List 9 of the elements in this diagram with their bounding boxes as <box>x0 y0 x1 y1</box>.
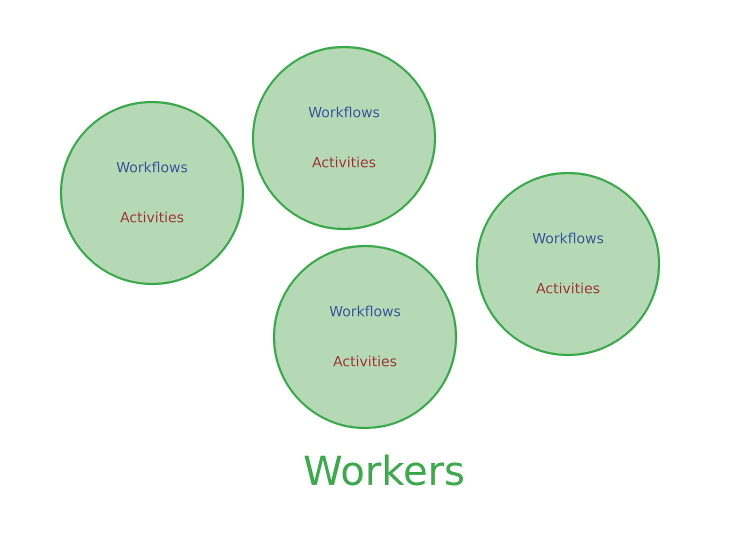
node-label: Workflows <box>330 306 400 316</box>
node-label: Activities <box>333 356 396 366</box>
node-label: Workflows <box>116 162 188 172</box>
node-label: Activities <box>120 212 184 222</box>
node-label: Activities <box>536 282 600 294</box>
node-label: Activities <box>312 156 376 168</box>
node-label: Workflows <box>308 106 380 118</box>
node-label: Workflows <box>532 232 604 244</box>
group-label: Workers <box>304 454 463 486</box>
